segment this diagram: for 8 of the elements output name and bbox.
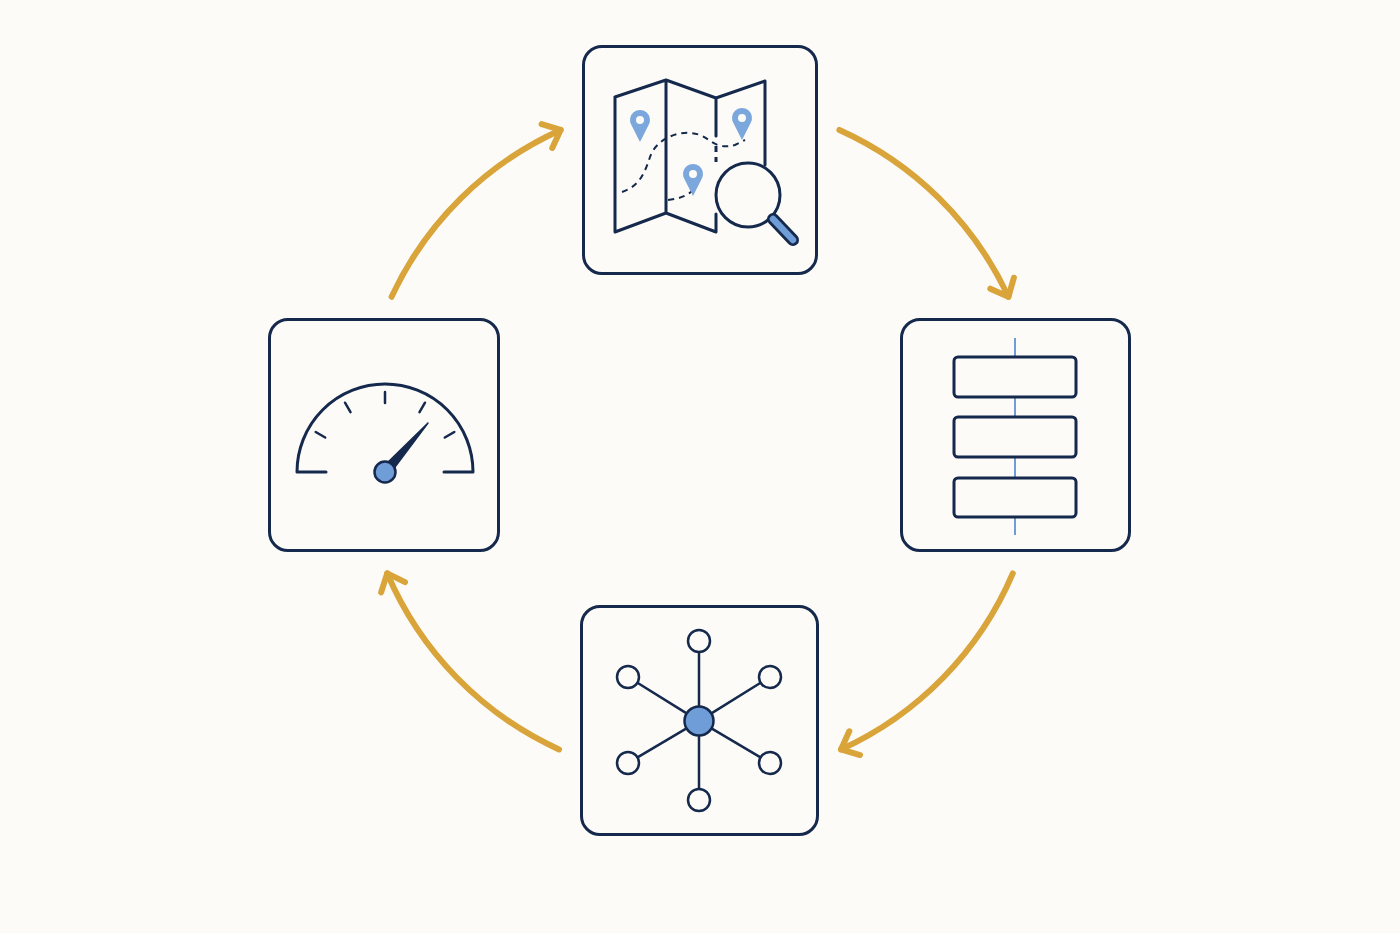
curved-arrow: [379, 570, 562, 753]
icon-tile: [580, 605, 819, 836]
icon-tile: [900, 318, 1131, 552]
icon-tile: [268, 318, 500, 552]
curved-arrow: [838, 570, 1016, 757]
curved-arrow: [388, 122, 564, 300]
curved-arrow: [836, 126, 1016, 300]
icon-tile: [582, 45, 818, 275]
